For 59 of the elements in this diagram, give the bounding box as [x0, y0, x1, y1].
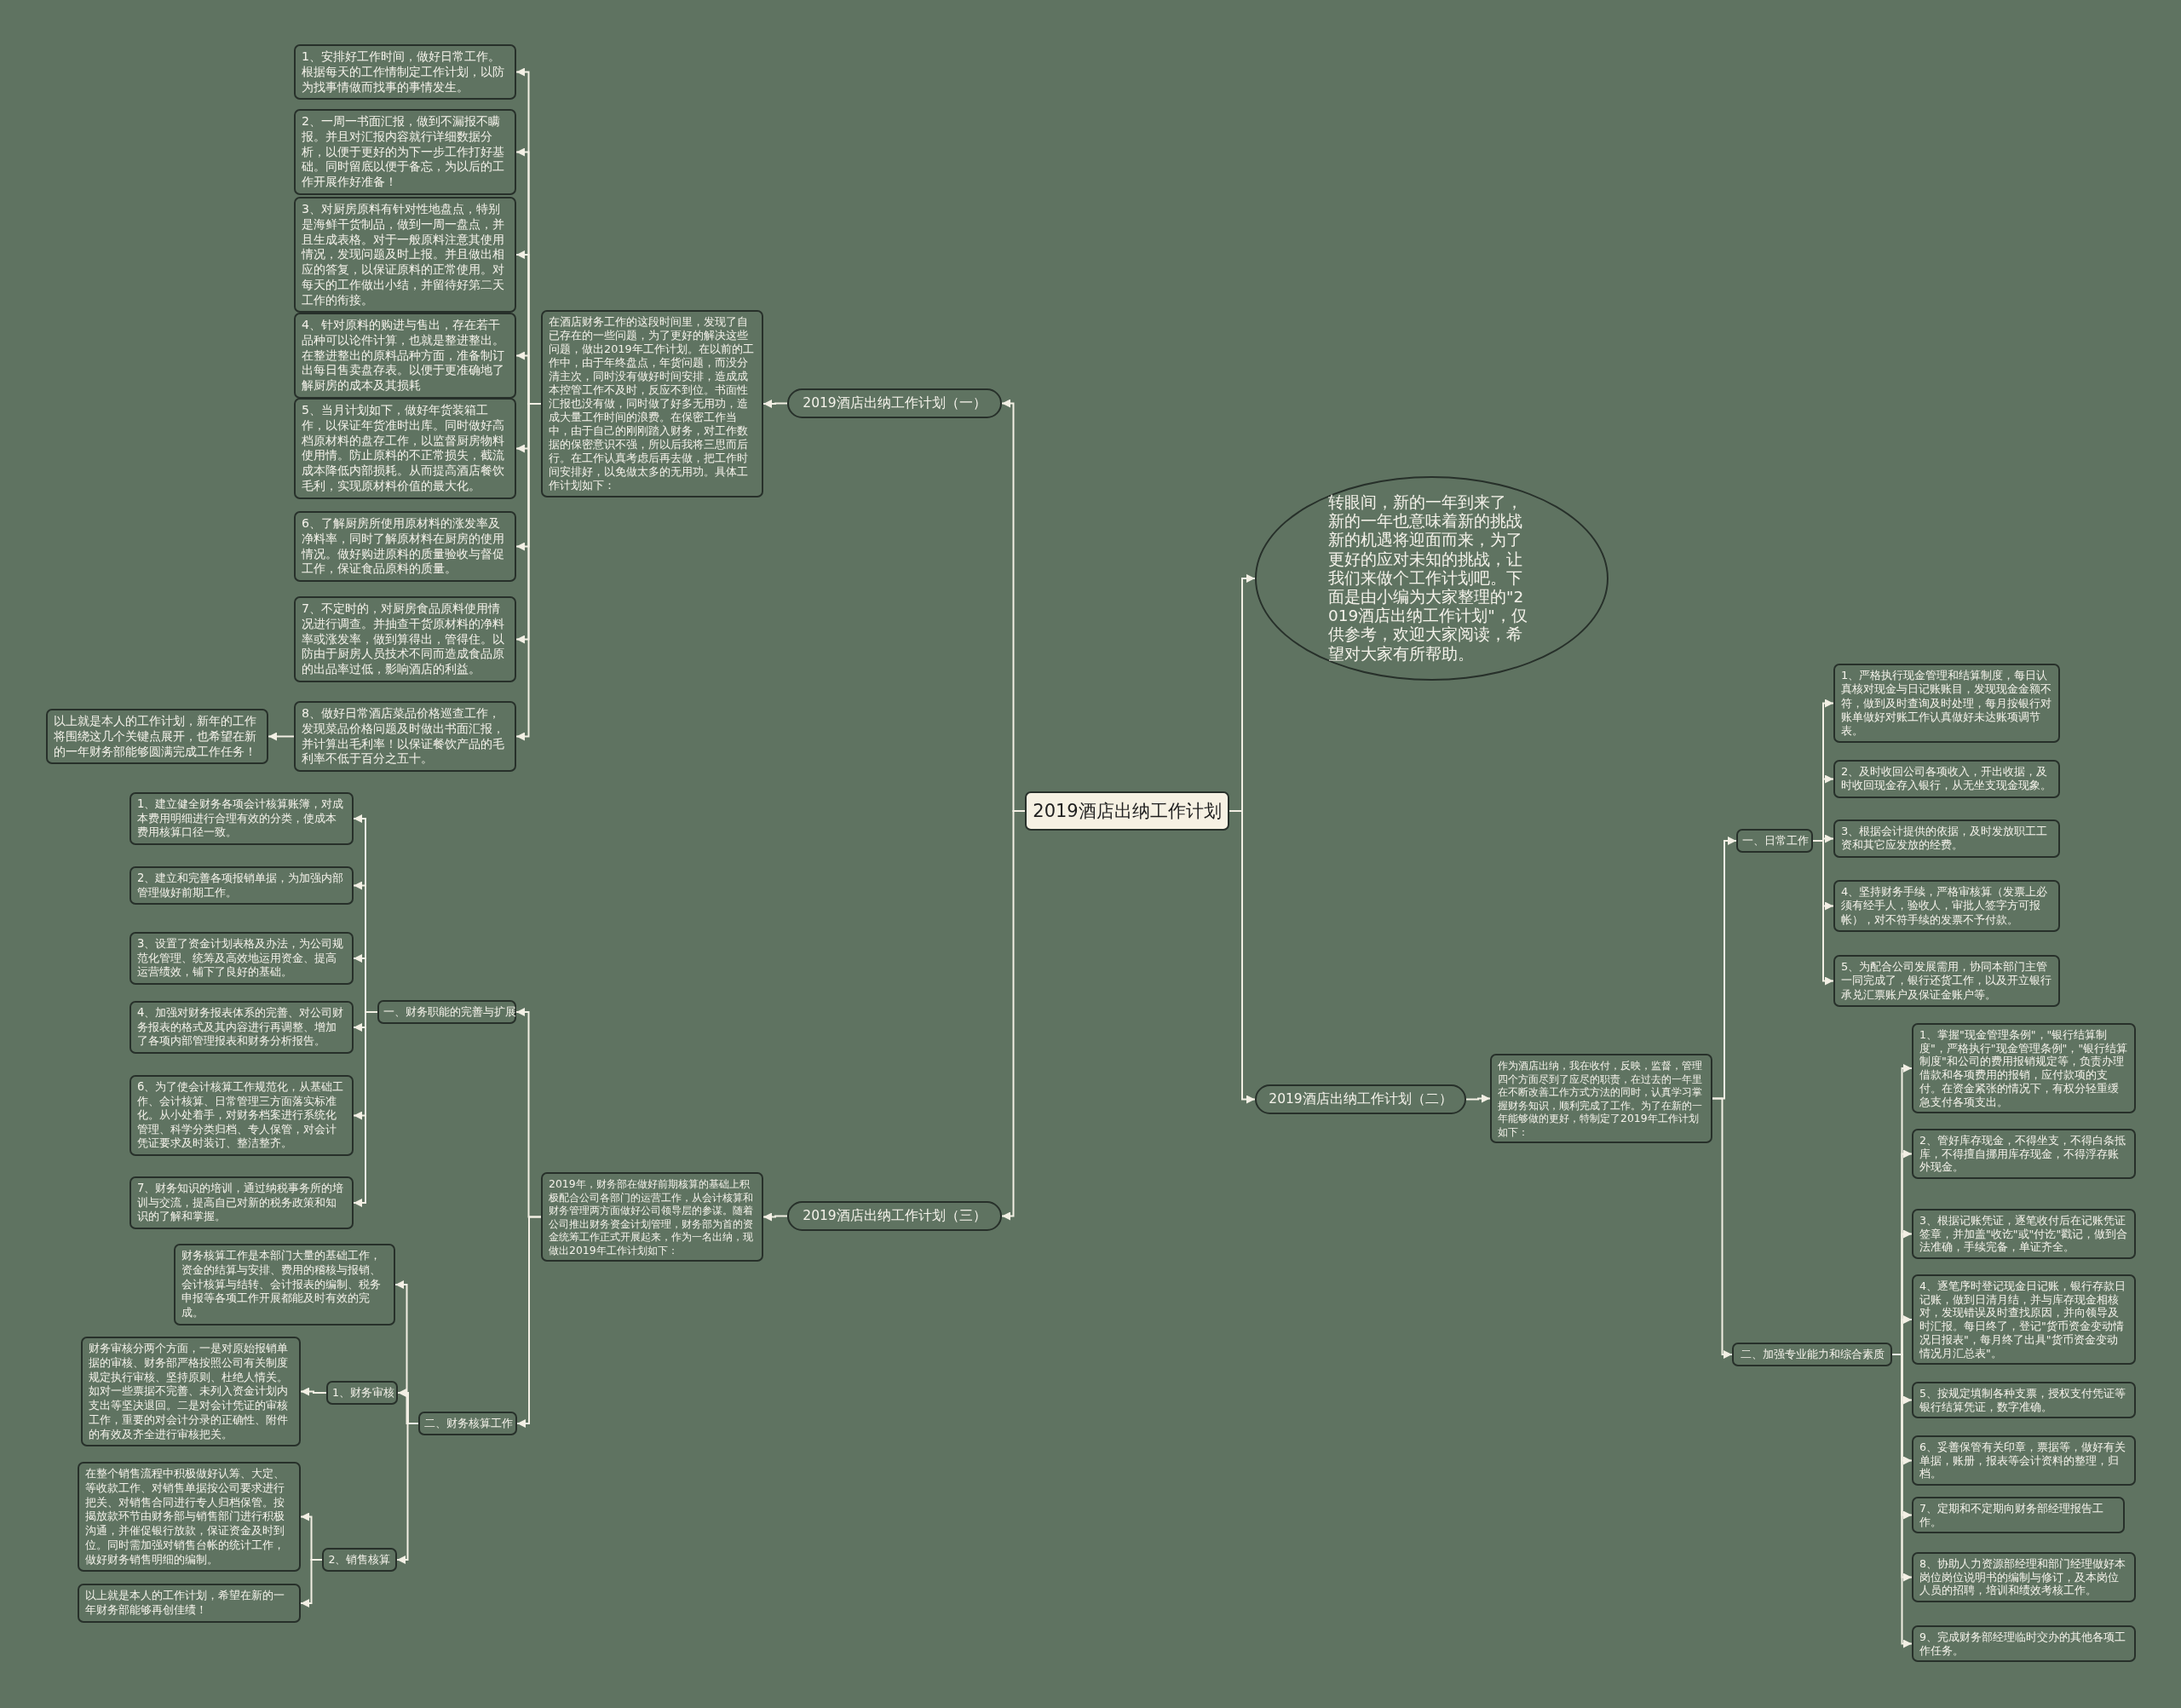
text-box: 作为酒店出纳，我在收付，反映，监督，管理四个方面尽到了应尽的职责，在过去的一年里在不断改善工作方式方法的同时，认真学习掌握财务知识，顺利完成了工作。为了在新的一年能够做的更好，特制定了2019年工作计划如下：	[1490, 1054, 1712, 1143]
text-box: 8、做好日常酒店菜品价格巡查工作，发现菜品价格问题及时做出书面汇报，并计算出毛利率！以保证餐饮产品的毛利率不低于百分之五十。	[294, 701, 516, 772]
subtopic-box: 二、财务核算工作	[418, 1412, 517, 1435]
text-box: 财务审核分两个方面，一是对原始报销单据的审核、财务部严格按照公司有关制度规定执行审核、坚持原则、杜绝人情关。如对一些票据不完善、未列入资金计划内支出等坚决退回。二是对会计凭证的审核工作，重要的对会计分录的正确性、附件的有效及齐全进行审核把关。	[81, 1337, 301, 1447]
text-box: 5、当月计划如下，做好年货装箱工作，以保证年货准时出库。同时做好高档原材料的盘存工作，以监督厨房物料使用情。防止原料的不正常损失，截流成本降低内部损耗。从而提高酒店餐饮毛利，实现原材料价值的最大化。	[294, 398, 516, 499]
branch-topic-box: 2019酒店出纳工作计划（二）	[1255, 1084, 1466, 1115]
text-box: 4、针对原料的购进与售出，存在若干品种可以论件计算，也就是整进整出。在整进整出的原料品种方面，准备制订出每日售卖盘存表。以便于更准确地了解厨房的成本及其损耗	[294, 313, 516, 399]
text-box: 4、逐笔序时登记现金日记账，银行存款日记账，做到日清月结，并与库存现金相核对，发现错误及时查找原因，并向领导及时汇报。每日终了，登记"货币资金变动情况日报表"，每月终了出具"货币资金变动情况月汇总表"。	[1912, 1274, 2136, 1366]
central-topic-box: 2019酒店出纳工作计划	[1025, 791, 1229, 831]
subtopic-box: 一、日常工作	[1736, 829, 1813, 853]
text-box: 7、不定时的，对厨房食品原料使用情况进行调查。并抽查干货原材料的净料率或涨发率，做到算得出，管得住。以防由于厨房人员技术不同而造成食品原的出品率过低，影响酒店的利益。	[294, 596, 516, 682]
intro-ellipse: 转眼间，新的一年到来了，新的一年也意味着新的挑战新的机遇将迎面而来，为了更好的应对未知的挑战，让我们来做个工作计划吧。下面是由小编为大家整理的"2019酒店出纳工作计划"，仅供参考，欢迎大家阅读，希望对大家有所帮助。	[1255, 476, 1608, 681]
connector-arrow	[1229, 810, 1256, 1104]
connector-arrow	[300, 1559, 323, 1607]
text-box: 6、了解厨房所使用原材料的涨发率及净料率，同时了解原材料在厨房的使用情况。做好购进原料的质量验收与督促工作，保证食品原料的质量。	[294, 511, 516, 582]
connector-arrow	[1712, 1097, 1733, 1359]
connector-arrow	[353, 1011, 378, 1207]
text-box: 8、协助人力资源部经理和部门经理做好本岗位岗位说明书的编制与修订，及本岗位人员的招聘，培训和绩效考核工作。	[1912, 1552, 2136, 1603]
text-box: 3、设置了资金计划表格及办法，为公司规范化管理、统筹及高效地运用资金、提高运营绩效，铺下了良好的基础。	[129, 932, 354, 985]
subtopic-box: 2、销售核算	[322, 1548, 397, 1572]
text-box: 3、对厨房原料有针对性地盘点，特别是海鲜干货制品，做到一周一盘点，并且生成表格。对于一般原料注意其使用情况，发现问题及时上报。并且做出相应的答复，以保证原料的正常使用。对每天的工作做出小结，并留待好第二天工作的衔接。	[294, 197, 516, 313]
text-box: 以上就是本人的工作计划，新年的工作将围绕这几个关键点展开，也希望在新的一年财务部能够圆满完成工作任务！	[46, 709, 268, 765]
connector-arrow	[762, 400, 788, 408]
branch-topic-box: 2019酒店出纳工作计划（三）	[787, 1201, 1002, 1232]
text-box: 5、按规定填制各种支票，授权支付凭证等银行结算凭证，数字准确。	[1912, 1382, 2136, 1419]
text-box: 1、安排好工作时间，做好日常工作。根据每天的工作情制定工作计划，以防为找事情做而找事的事情发生。	[294, 44, 516, 101]
connector-arrow	[268, 732, 295, 741]
subtopic-box: 一、财务职能的完善与扩展	[377, 1000, 516, 1024]
text-box: 2、管好库存现金，不得坐支，不得白条抵库，不得擅自挪用库存现金，不得浮存账外现金。	[1912, 1129, 2136, 1180]
text-box: 2、及时收回公司各项收入，开出收据，及时收回现金存入银行，从无坐支现金现象。	[1833, 760, 2060, 798]
text-box: 6、为了使会计核算工作规范化，从基础工作、会计核算、日常管理三方面落实标准化。从小处着手，对财务档案进行系统化管理、科学分类归档、专人保管，对会计凭证要求及时装订、整洁整齐。	[129, 1075, 354, 1156]
branch-topic-box: 2019酒店出纳工作计划（一）	[787, 388, 1002, 419]
text-box: 5、为配合公司发展需用，协同本部门主管一同完成了，银行还货工作，以及开立银行承兑汇票账户及保证金账户等。	[1833, 955, 2060, 1007]
text-box: 在酒店财务工作的这段时间里，发现了自已存在的一些问题，为了更好的解决这些问题，做出2019年工作计划。在以前的工作中，由于年终盘点，年货问题，而没分清主次，同时没有做好时间安排，造成成本控管工作不及时，反应不到位。书面性汇报也没有做，同时做了好多无用功，造成大量工作时间的浪费。在保密工作当中，由于自己的刚刚踏入财务，对工作数据的保密意识不强，所以后我将三思而后行。在工作认真考虑后再去做，把工作时间安排好，以免做太多的无用功。具体工作计划如下：	[541, 310, 763, 497]
text-box: 7、财务知识的培训，通过纳税事务所的培训与交流，提高自已对新的税务政策和知识的了解和掌握。	[129, 1176, 354, 1229]
text-box: 7、定期和不定期向财务部经理报告工作。	[1912, 1497, 2125, 1534]
text-box: 2、一周一书面汇报，做到不漏报不瞒报。并且对汇报内容就行详细数据分析，以便于更好的为下一步工作打好基础。同时留底以便于备忘，为以后的工作开展作好准备！	[294, 109, 516, 195]
text-box: 2019年，财务部在做好前期核算的基础上积极配合公司各部门的运营工作，从会计核算和财务管理两方面做好公司领导层的参谋。随着公司推出财务资金计划管理，财务部为首的资金统筹工作正式开展起来，作为一名出纳，现做出2019年工作计划如下：	[541, 1172, 763, 1262]
connector-arrow	[300, 1387, 327, 1396]
text-box: 1、严格执行现金管理和结算制度，每日认真核对现金与日记账账目，发现现金金额不符，做到及时查询及时处理，每月按银行对账单做好对账工作认真做好未达账项调节表。	[1833, 664, 2060, 744]
connector-arrow	[1465, 1094, 1491, 1103]
subtopic-box: 1、财务审核	[326, 1381, 398, 1405]
text-box: 1、掌握"现金管理条例"，"银行结算制度"，严格执行"现金管理条例"，"银行结算制度"和公司的费用报销规定等，负责办理借款和各项费用的报销，应付款项的支付。在资金紧张的情况下，有权分轻重缓急支付各项支出。	[1912, 1023, 2136, 1114]
connector-arrow	[1891, 1354, 1913, 1648]
connector-arrow	[516, 1216, 542, 1428]
connector-arrow	[396, 1423, 419, 1564]
text-box: 6、妥善保管有关印章，票据等，做好有关单据，账册，报表等会计资料的整理，归档。	[1912, 1435, 2136, 1487]
subtopic-box: 二、加强专业能力和综合素质	[1732, 1343, 1892, 1367]
text-box: 财务核算工作是本部门大量的基础工作，资金的结算与安排、费用的稽核与报销、会计核算与结转、会计报表的编制、税务申报等各项工作开展都能及时有效的完成。	[174, 1244, 395, 1326]
text-box: 9、完成财务部经理临时交办的其他各项工作任务。	[1912, 1625, 2136, 1663]
connector-arrow	[762, 1212, 788, 1222]
text-box: 以上就是本人的工作计划，希望在新的一年财务部能够再创佳绩！	[78, 1584, 301, 1623]
text-box: 2、建立和完善各项报销单据，为加强内部管理做好前期工作。	[129, 866, 354, 905]
text-box: 3、根据会计提供的依据，及时发放职工工资和其它应发放的经费。	[1833, 819, 2060, 858]
text-box: 4、坚持财务手续，严格审核算（发票上必须有经手人，验收人，审批人签字方可报帐），对不符手续的发票不予付款。	[1833, 880, 2060, 932]
text-box: 在整个销售流程中积极做好认筹、大定、等收款工作、对销售单据按公司要求进行把关、对销售合同进行专人归档保管。按揭放款环节由财务部与销售部门进行积极沟通，并催促银行放款，保证资金及时到位。同时需加强对销售台帐的统计工作，做好财务销售明细的编制。	[78, 1462, 301, 1573]
text-box: 3、根据记账凭证，逐笔收付后在记账凭证签章，并加盖"收讫"或"付讫"戳记，做到合法准确，手续完备，单证齐全。	[1912, 1209, 2136, 1260]
text-box: 1、建立健全财务各项会计核算账簿，对成本费用明细进行合理有效的分类，使成本费用核算口径一致。	[129, 792, 354, 845]
text-box: 4、加强对财务报表体系的完善、对公司财务报表的格式及其内容进行再调整、增加了各项内部管理报表和财务分析报告。	[129, 1001, 354, 1054]
